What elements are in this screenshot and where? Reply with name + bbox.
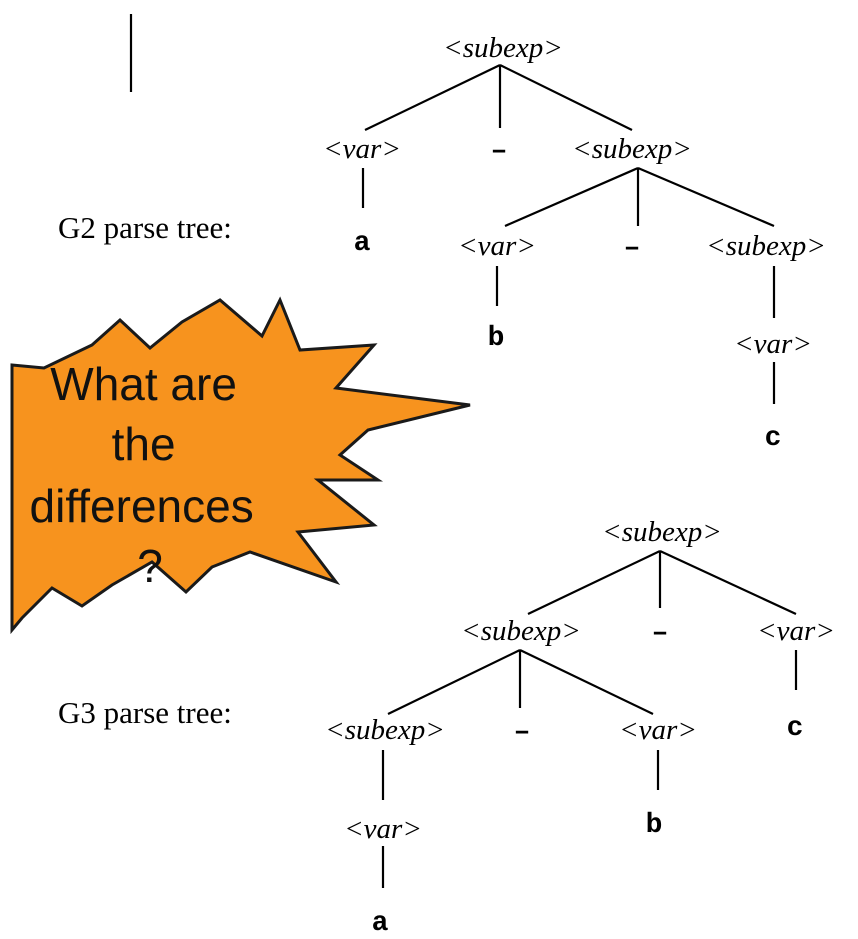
- edge: [637, 166, 775, 228]
- node-minus: –: [652, 618, 669, 649]
- node-subexp: <subexp>: [572, 133, 692, 165]
- g2-label: G2 parse tree:: [58, 210, 232, 245]
- edge: [659, 550, 797, 615]
- node-terminal-c: c: [765, 423, 782, 454]
- edge: [387, 649, 521, 715]
- edge: [527, 550, 661, 615]
- node-subexp: <subexp>: [461, 615, 581, 647]
- node-subexp: <subexp>: [443, 32, 563, 64]
- node-var: <var>: [344, 813, 422, 845]
- node-terminal-b: b: [488, 323, 505, 354]
- g3-parse-tree: <subexp> <subexp> – <var> c <subexp> – <…: [58, 516, 835, 939]
- edge: [364, 64, 501, 131]
- callout-line: ?: [137, 540, 163, 592]
- node-terminal-a: a: [354, 228, 371, 259]
- node-subexp: <subexp>: [706, 230, 826, 262]
- callout-starburst: What are the differences ?: [10, 296, 471, 635]
- node-terminal-c: c: [787, 713, 804, 744]
- node-var: <var>: [734, 328, 812, 360]
- node-terminal-b: b: [646, 810, 663, 841]
- edge: [519, 649, 654, 715]
- node-minus: –: [514, 717, 531, 748]
- callout-text: What are the differences ?: [30, 358, 267, 592]
- node-var: <var>: [619, 714, 697, 746]
- node-var: <var>: [757, 615, 835, 647]
- node-minus: –: [624, 233, 641, 264]
- node-subexp: <subexp>: [325, 714, 445, 746]
- node-var: <var>: [323, 133, 401, 165]
- g3-label: G3 parse tree:: [58, 695, 232, 730]
- node-terminal-a: a: [372, 908, 389, 939]
- callout-line: differences: [30, 480, 254, 532]
- node-minus: –: [491, 136, 508, 167]
- node-subexp: <subexp>: [602, 516, 722, 548]
- callout-line: What are: [50, 358, 237, 410]
- callout-line: the: [112, 418, 176, 470]
- edge: [504, 166, 639, 228]
- g2-parse-tree: <subexp> <var> – <subexp> a <var> – <sub…: [58, 32, 826, 454]
- starburst-shape: [10, 296, 471, 635]
- node-var: <var>: [458, 230, 536, 262]
- edge: [499, 64, 633, 131]
